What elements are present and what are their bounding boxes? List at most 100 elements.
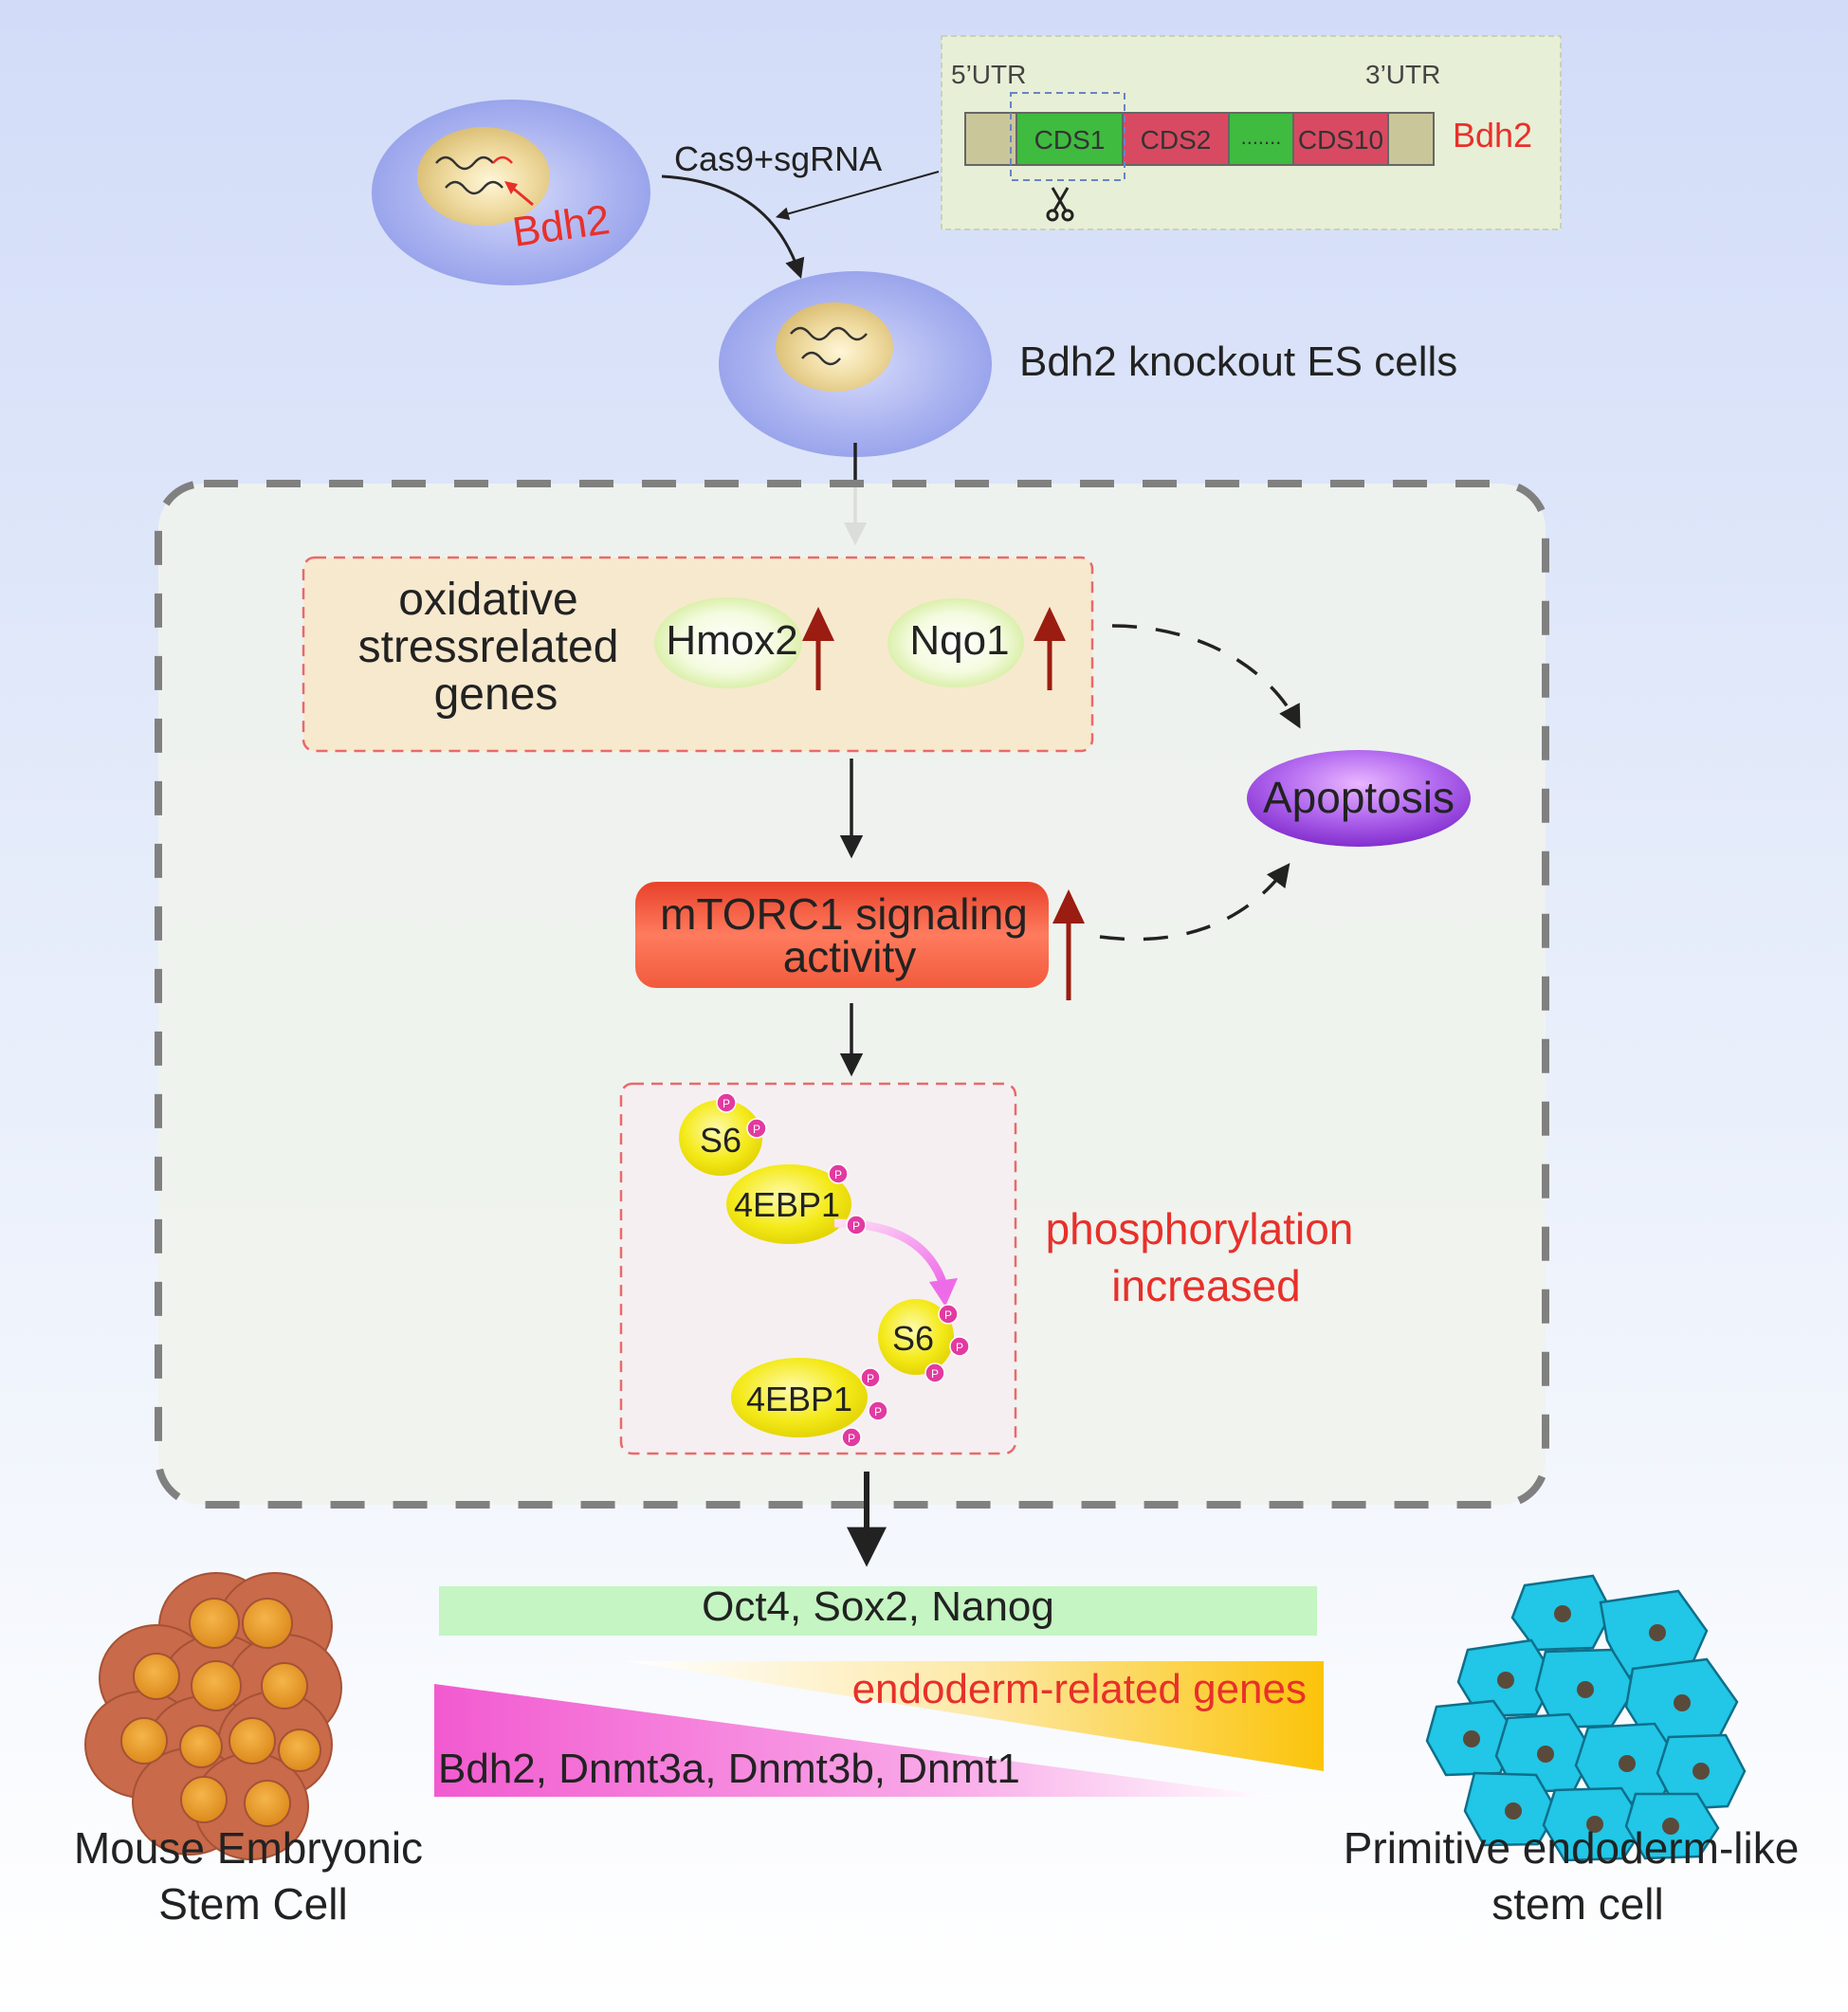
oxidative-to-apoptosis-arrow [1111, 624, 1301, 729]
phospho-transition-arrow-head [929, 1278, 958, 1307]
mtorc1-line1: mTORC1 signaling [660, 889, 1028, 939]
phosphorylation-label-line2: increased [1111, 1261, 1300, 1310]
s6-phospho-protein [878, 1299, 954, 1375]
pe-nucleus [1505, 1802, 1522, 1820]
phosphate-icon: P [828, 1163, 849, 1184]
phosphate-icon: P [746, 1118, 767, 1139]
4ebp1-label: 4EBP1 [734, 1185, 840, 1224]
oxidative-title-line2: stressrelated [358, 622, 619, 672]
phosphate-label: P [852, 1219, 860, 1233]
es-cell-label-line2: Stem Cell [158, 1879, 347, 1929]
endoderm-wedge [626, 1661, 1324, 1771]
hmox2-node [654, 597, 802, 688]
4ebp1-phospho-label: 4EBP1 [746, 1380, 852, 1418]
pe-nucleus [1463, 1730, 1480, 1747]
utr3-segment [1387, 112, 1435, 166]
phosphate-label: P [723, 1097, 730, 1110]
es-nucleus [229, 1717, 276, 1765]
methylation-label: Bdh2, Dnmt3a, Dnmt3b, Dnmt1 [438, 1746, 1020, 1792]
phosphate-icon: P [716, 1092, 737, 1113]
target-arrow-head [504, 181, 518, 194]
s6-phospho-label: S6 [892, 1319, 934, 1358]
endoderm-label: endoderm-related genes [852, 1666, 1307, 1712]
cds1-segment [1015, 112, 1124, 166]
es-nucleus [189, 1598, 240, 1649]
pluripotency-label: Oct4, Sox2, Nanog [702, 1583, 1054, 1630]
es-nucleus [242, 1598, 293, 1649]
utr5-segment [964, 112, 1019, 166]
treatment-arrow [661, 174, 805, 279]
gene-map: 5’UTR 3’UTR CDS1 CDS2 ....... CDS10 Bdh2 [941, 35, 1562, 230]
pe-nucleus [1662, 1818, 1679, 1835]
pe-nucleus [1586, 1816, 1603, 1833]
phosphate-label: P [834, 1168, 842, 1181]
dots-segment [1228, 112, 1294, 166]
pe-nucleus [1649, 1624, 1666, 1641]
phosphate-icon: P [938, 1304, 959, 1325]
knockout-label: Bdh2 knockout ES cells [1019, 338, 1457, 385]
methylation-wedge [434, 1684, 1278, 1797]
mtorc1-to-apoptosis-arrow [1099, 863, 1290, 942]
dots-label: ....... [1241, 125, 1282, 149]
phosphorylation-label-line1: phosphorylation [1046, 1204, 1354, 1253]
treatment-label: Cas9+sgRNA [674, 139, 882, 178]
pe-nucleus [1537, 1746, 1554, 1763]
utr5-label: 5’UTR [951, 60, 1026, 89]
phosphate-label: P [867, 1372, 874, 1385]
phosphate-groups: P P P P P P P P P P [716, 1092, 970, 1448]
phosphate-icon: P [846, 1215, 867, 1235]
es-nucleus [120, 1717, 168, 1765]
phosphate-icon: P [949, 1336, 970, 1357]
es-nucleus [133, 1653, 180, 1700]
cds10-segment [1292, 112, 1389, 166]
s6-label: S6 [700, 1121, 741, 1160]
nqo1-node [887, 598, 1024, 687]
phosphate-label: P [944, 1308, 952, 1322]
phosphate-label: P [956, 1341, 963, 1354]
es-cell-colony [84, 1572, 342, 1860]
gene-name-label: Bdh2 [1453, 116, 1532, 155]
es-nucleus [261, 1662, 308, 1710]
phosphate-icon: P [924, 1363, 945, 1383]
pe-nucleus [1554, 1605, 1571, 1622]
pe-nucleus [1577, 1681, 1594, 1698]
pe-cell-colony [1425, 1574, 1747, 1862]
scissors-icon [1046, 187, 1074, 222]
s6-protein [679, 1100, 762, 1176]
wildtype-es-cell: Bdh2 [372, 100, 650, 285]
es-nucleus [244, 1780, 291, 1827]
mtorc1-line2: activity [783, 932, 917, 981]
dna-strand [790, 326, 868, 341]
apoptosis-node [1247, 750, 1471, 847]
nucleus [417, 127, 550, 226]
target-dna-strand [492, 155, 513, 164]
es-nucleus [191, 1660, 242, 1711]
hmox2-label: Hmox2 [666, 617, 797, 664]
4ebp1-phospho-protein [731, 1358, 868, 1437]
pe-cell-label-line1: Primitive endoderm-like [1344, 1823, 1800, 1873]
oxidative-title-line3: genes [434, 669, 558, 720]
phosphate-icon: P [868, 1400, 888, 1421]
apoptosis-label: Apoptosis [1263, 773, 1455, 822]
cds2-segment [1122, 112, 1230, 166]
es-nucleus [179, 1725, 223, 1768]
dna-strand [445, 180, 503, 195]
dna-strand [801, 351, 841, 366]
cds10-label: CDS10 [1298, 125, 1383, 155]
4ebp1-protein [726, 1164, 851, 1244]
mtorc1-up-arrow-icon [1052, 889, 1085, 1000]
cds2-label: CDS2 [1141, 125, 1212, 155]
nucleus [776, 302, 893, 392]
phosphate-label: P [848, 1432, 855, 1445]
cut-site-box [1010, 92, 1125, 181]
mtorc1-box [635, 882, 1049, 988]
dna-strand [435, 155, 494, 171]
pe-nucleus [1692, 1763, 1710, 1780]
pe-cell-label-line2: stem cell [1491, 1879, 1663, 1929]
phosphate-icon: P [860, 1367, 881, 1388]
phosphate-icon: P [841, 1427, 862, 1448]
es-nucleus [278, 1728, 321, 1772]
nqo1-label: Nqo1 [909, 617, 1009, 664]
pe-nucleus [1619, 1755, 1636, 1772]
